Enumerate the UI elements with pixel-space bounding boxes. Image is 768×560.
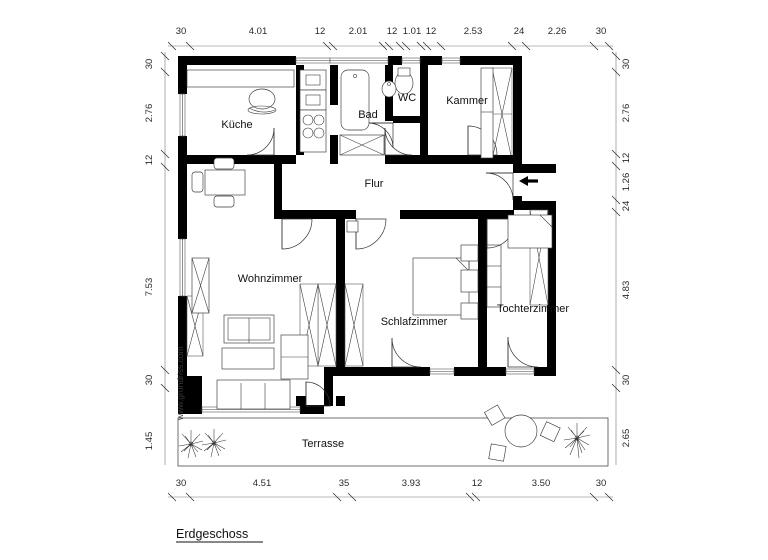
dim-top-0: 30 bbox=[176, 26, 187, 37]
dim-bottom-4: 12 bbox=[472, 478, 483, 489]
dim-right-1: 2.76 bbox=[621, 104, 632, 123]
window-top-bad bbox=[329, 57, 389, 64]
dim-bottom-0: 30 bbox=[176, 478, 187, 489]
daughter-room-furniture bbox=[507, 214, 553, 249]
dim-top-6: 12 bbox=[426, 26, 437, 37]
room-labels: Küche Bad WC Kammer Flur Wohnzimmer Schl… bbox=[221, 92, 569, 328]
terrace-area: Terrasse bbox=[177, 404, 609, 467]
plant-icon-2 bbox=[201, 429, 227, 458]
wall-marker-schlafzimmer bbox=[346, 220, 359, 233]
room-label-terrasse: Terrasse bbox=[302, 438, 344, 450]
dim-top-7: 2.53 bbox=[464, 26, 483, 37]
dimension-bottom: 30 4.51 35 3.93 12 3.50 30 bbox=[167, 478, 614, 502]
dimension-left-ticks bbox=[160, 51, 170, 393]
window-left-wohnzimmer bbox=[179, 238, 186, 297]
window-bottom-schlafzimmer bbox=[429, 368, 455, 375]
window-left-kueche bbox=[179, 93, 186, 137]
dimension-right-ticks bbox=[611, 51, 621, 393]
room-label-kueche: Küche bbox=[221, 119, 252, 131]
dim-top-5: 1.01 bbox=[403, 26, 422, 37]
door-bad bbox=[384, 127, 413, 156]
door-tochterzimmer-terrace bbox=[507, 336, 539, 368]
dim-right-4: 24 bbox=[621, 201, 632, 212]
plan-title-text: Erdgeschoss bbox=[176, 527, 248, 541]
dim-top-4: 12 bbox=[387, 26, 398, 37]
door-entrance bbox=[485, 172, 514, 201]
dim-bottom-3: 3.93 bbox=[402, 478, 421, 489]
dim-left-2: 12 bbox=[144, 155, 155, 166]
room-label-wc: WC bbox=[398, 92, 416, 104]
room-label-tochterzimmer: Tochterzimmer bbox=[497, 303, 569, 315]
door-wohnzimmer-terrace bbox=[305, 381, 331, 407]
entrance-direction-arrow-icon bbox=[519, 176, 538, 186]
door-wc bbox=[367, 122, 394, 149]
dimension-left: 30 2.76 12 7.53 30 1.45 bbox=[144, 51, 170, 465]
dim-right-2: 12 bbox=[621, 153, 632, 164]
dimension-bottom-ticks bbox=[167, 492, 614, 502]
dim-left-1: 2.76 bbox=[144, 104, 155, 123]
room-label-wohnzimmer: Wohnzimmer bbox=[238, 273, 303, 285]
closet-tochterzimmer-left bbox=[486, 244, 502, 308]
room-label-flur: Flur bbox=[365, 178, 384, 190]
dim-bottom-6: 30 bbox=[596, 478, 607, 489]
dim-right-3: 1.26 bbox=[621, 173, 632, 192]
door-kueche bbox=[246, 127, 275, 156]
dim-right-0: 30 bbox=[621, 59, 632, 70]
dimension-top-ticks bbox=[167, 41, 614, 51]
dim-left-5: 1.45 bbox=[144, 432, 155, 451]
plant-icon-3 bbox=[563, 423, 591, 459]
dim-right-5: 4.83 bbox=[621, 281, 632, 300]
room-label-kammer: Kammer bbox=[446, 95, 488, 107]
dim-bottom-2: 35 bbox=[339, 478, 350, 489]
kitchen-furniture bbox=[186, 69, 327, 153]
window-schlafzimmer-left-panel bbox=[344, 283, 364, 367]
dim-bottom-1: 4.51 bbox=[253, 478, 272, 489]
living-room-furniture bbox=[191, 257, 309, 410]
window-bottom-tochterzimmer bbox=[505, 368, 535, 375]
plant-icon-1 bbox=[178, 430, 204, 459]
window-top-wc bbox=[401, 57, 421, 64]
window-right-kammer bbox=[491, 67, 513, 161]
dim-top-3: 2.01 bbox=[349, 26, 368, 37]
dim-right-6: 30 bbox=[621, 375, 632, 386]
dim-bottom-5: 3.50 bbox=[532, 478, 551, 489]
dim-left-3: 7.53 bbox=[144, 278, 155, 297]
dim-top-10: 30 bbox=[596, 26, 607, 37]
dining-furniture bbox=[191, 157, 246, 208]
dim-left-4: 30 bbox=[144, 375, 155, 386]
wardrobe-kammer bbox=[480, 67, 494, 159]
room-label-schlafzimmer: Schlafzimmer bbox=[381, 316, 448, 328]
door-wohnzimmer bbox=[281, 218, 313, 250]
bedroom-furniture bbox=[412, 244, 479, 320]
dim-top-2: 12 bbox=[315, 26, 326, 37]
dim-left-0: 30 bbox=[144, 59, 155, 70]
bathroom-furniture bbox=[340, 67, 414, 131]
door-schlafzimmer-terrace bbox=[391, 337, 422, 368]
door-schlafzimmer-from-flur bbox=[355, 218, 387, 250]
window-top-kammer bbox=[441, 57, 461, 64]
dim-right-7: 2.65 bbox=[621, 429, 632, 448]
window-top-kueche bbox=[295, 57, 331, 64]
dim-top-9: 2.26 bbox=[548, 26, 567, 37]
dimension-top: 30 4.01 12 2.01 12 1.01 12 2.53 24 2.26 … bbox=[167, 26, 614, 51]
watermark-text: www.grundriss.com bbox=[175, 346, 185, 421]
dim-top-1: 4.01 bbox=[249, 26, 268, 37]
dim-top-8: 24 bbox=[514, 26, 525, 37]
patio-table-and-chairs bbox=[483, 404, 561, 462]
closet-flur bbox=[339, 134, 385, 156]
room-label-bad: Bad bbox=[358, 109, 378, 121]
plan-title: Erdgeschoss bbox=[176, 527, 263, 543]
dimension-right: 30 2.76 12 1.26 24 4.83 30 2.65 bbox=[611, 51, 632, 465]
